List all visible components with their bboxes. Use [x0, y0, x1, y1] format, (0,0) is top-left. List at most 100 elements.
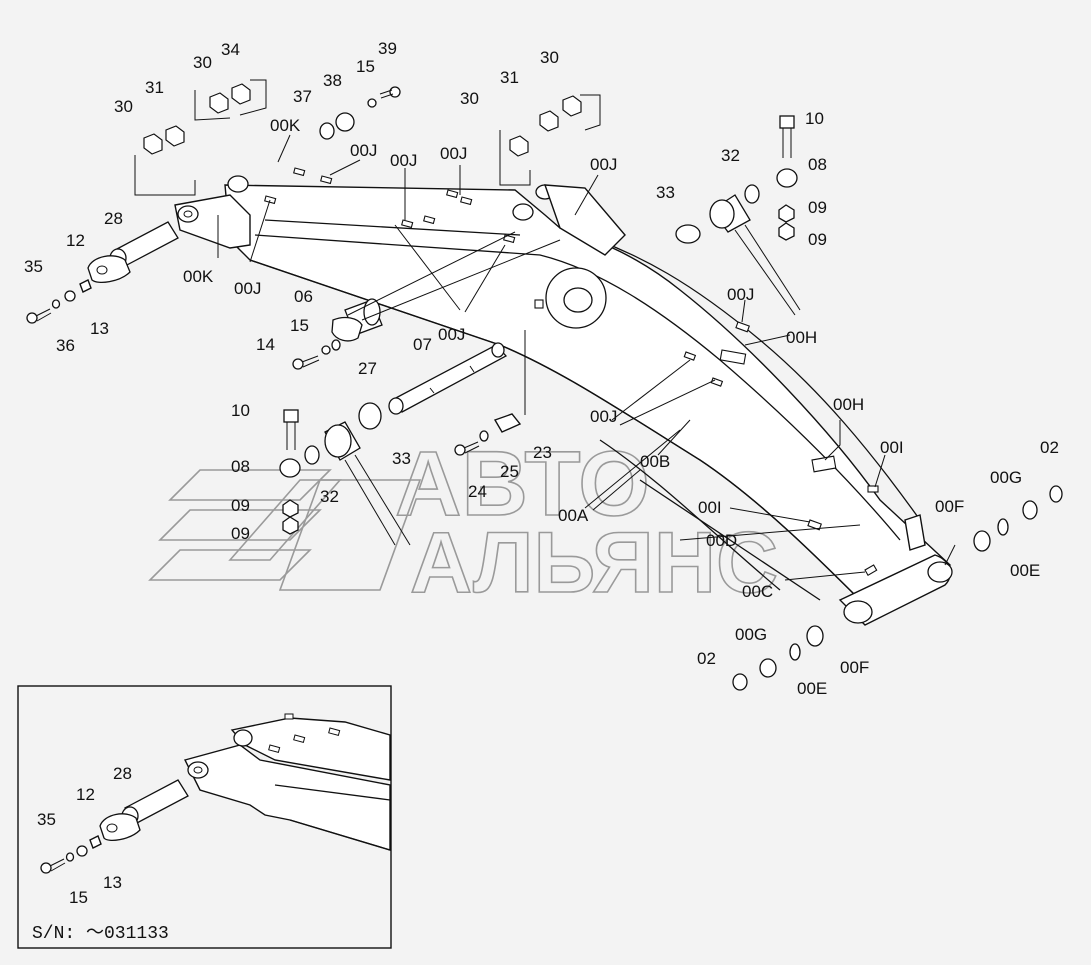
part-23-plate	[493, 413, 522, 433]
label-36: 36	[56, 336, 75, 355]
label-25: 25	[500, 462, 519, 481]
inset-part-13	[76, 845, 88, 857]
boom-body	[174, 175, 953, 626]
label-33: 33	[392, 449, 411, 468]
part-32-ring	[304, 445, 320, 465]
boom-pads	[264, 167, 879, 576]
label-35: 35	[24, 257, 43, 276]
label-00J: 00J	[234, 279, 261, 298]
hardware	[26, 83, 1063, 691]
part-35-bolt	[26, 308, 52, 324]
label-23: 23	[533, 443, 552, 462]
label-00H: 00H	[786, 328, 817, 347]
label-30: 30	[460, 89, 479, 108]
label-09: 09	[808, 198, 827, 217]
label-00I: 00I	[698, 498, 722, 517]
part-cylinder-eye	[324, 421, 361, 461]
label-39: 39	[378, 39, 397, 58]
part-38-plate	[335, 112, 355, 132]
label-31: 31	[145, 78, 164, 97]
label-00I: 00I	[880, 438, 904, 457]
label-32: 32	[320, 487, 339, 506]
label-09: 09	[231, 524, 250, 543]
label-10: 10	[805, 109, 824, 128]
label-00B: 00B	[640, 452, 670, 471]
part-37-washer	[319, 122, 335, 140]
label-15: 15	[356, 57, 375, 76]
inset-label-28: 28	[113, 764, 132, 783]
label-00J: 00J	[350, 141, 377, 160]
part-07-pin	[388, 342, 508, 415]
watermark-line2: АЛЬЯНС	[410, 515, 778, 611]
part-10-bolt	[283, 409, 299, 450]
inset-boom	[183, 713, 391, 851]
label-00G: 00G	[990, 468, 1022, 487]
part-32-ring-top	[744, 184, 760, 204]
label-06: 06	[294, 287, 313, 306]
part-27-washer	[331, 339, 341, 351]
label-02: 02	[697, 649, 716, 668]
part-06-pin	[331, 298, 383, 342]
label-32: 32	[721, 146, 740, 165]
inset-pin	[99, 779, 189, 841]
label-12: 12	[66, 231, 85, 250]
label-00J: 00J	[727, 285, 754, 304]
label-37: 37	[293, 87, 312, 106]
part-plate-group-left	[143, 83, 251, 155]
label-08: 08	[808, 155, 827, 174]
part-08-bushing	[279, 458, 301, 478]
part-09-nut-top-b	[778, 222, 795, 241]
label-00H: 00H	[833, 395, 864, 414]
inset-panel: 28 12 35 13 15 S/N: ～031133	[17, 685, 392, 949]
label-13: 13	[90, 319, 109, 338]
part-24-bolt	[454, 441, 480, 456]
label-00J: 00J	[390, 151, 417, 170]
label-14: 14	[256, 335, 275, 354]
part-08-bushing-top	[776, 168, 798, 188]
inset-part-35	[40, 858, 66, 874]
part-12-shim	[79, 279, 92, 293]
label-07: 07	[413, 335, 432, 354]
part-09-nut-b	[282, 516, 299, 535]
part-09-nut-top-a	[778, 204, 795, 223]
part-plate-group-mid	[509, 95, 582, 157]
part-labels: 30 34 31 30 37 38 15 39 00K 00J 00J 00J …	[24, 39, 1059, 698]
boom-foot-pin	[87, 221, 179, 283]
part-15-washer-top	[367, 98, 377, 108]
label-31: 31	[500, 68, 519, 87]
label-09: 09	[231, 496, 250, 515]
inset-label-12: 12	[76, 785, 95, 804]
leader-lines	[134, 79, 956, 581]
label-00F: 00F	[935, 497, 964, 516]
label-00A: 00A	[558, 506, 589, 525]
part-10-bolt-top	[779, 115, 795, 158]
label-38: 38	[323, 71, 342, 90]
part-33-washer-top	[675, 224, 701, 244]
label-00J: 00J	[590, 155, 617, 174]
label-33: 33	[656, 183, 675, 202]
label-00G: 00G	[735, 625, 767, 644]
label-28: 28	[104, 209, 123, 228]
part-top-cylinder-eye	[709, 194, 751, 233]
label-00K: 00K	[183, 267, 214, 286]
part-13-washer	[64, 290, 76, 302]
label-00E: 00E	[1010, 561, 1040, 580]
part-33-washer	[358, 402, 382, 430]
serial-number-note: S/N: ～031133	[32, 924, 169, 944]
label-30: 30	[540, 48, 559, 67]
label-00J: 00J	[438, 325, 465, 344]
part-tip-bushings-left	[732, 625, 824, 691]
watermark-line1: АВТО	[395, 433, 650, 535]
label-00J: 00J	[590, 407, 617, 426]
inset-part-15	[65, 852, 75, 862]
label-10: 10	[231, 401, 250, 420]
part-36-washer	[51, 299, 61, 309]
label-00J: 00J	[440, 144, 467, 163]
part-15-washer	[321, 345, 331, 355]
label-24: 24	[468, 482, 487, 501]
inset-label-15: 15	[69, 888, 88, 907]
label-02: 02	[1040, 438, 1059, 457]
inset-label-13: 13	[103, 873, 122, 892]
part-09-nut-a	[282, 499, 299, 518]
